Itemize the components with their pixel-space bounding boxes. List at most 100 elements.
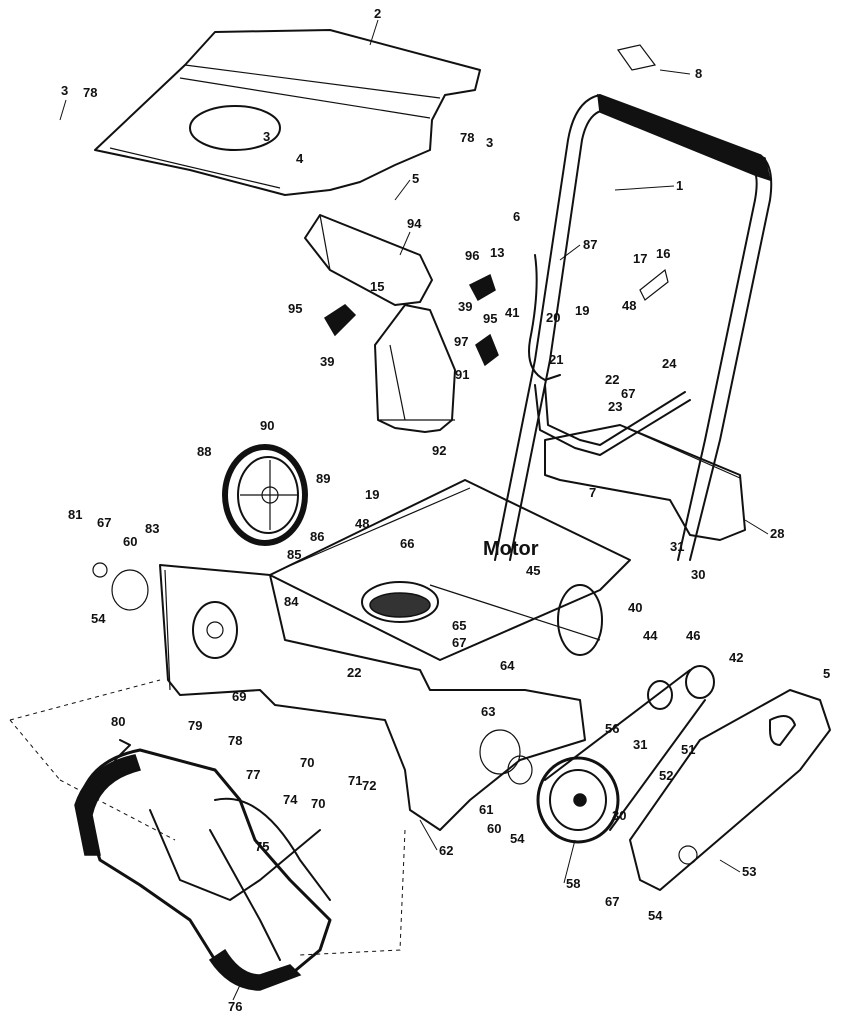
motor-deck-part	[269, 479, 631, 661]
callout-94: 94	[407, 216, 422, 231]
control-rod-part	[528, 254, 561, 381]
callout-54: 54	[91, 611, 106, 626]
callout-92: 92	[432, 443, 446, 458]
discharge-chute-part	[374, 304, 456, 433]
callout-5: 5	[412, 171, 419, 186]
callout-4: 4	[296, 151, 304, 166]
callout-21: 21	[549, 352, 563, 367]
hardware-parts	[92, 44, 669, 785]
shift-lever-part	[534, 384, 691, 456]
callout-3: 3	[486, 135, 493, 150]
callout-40: 40	[628, 600, 642, 615]
callout-60: 60	[123, 534, 137, 549]
callout-19: 19	[365, 487, 379, 502]
callout-30: 30	[691, 567, 705, 582]
callout-13: 13	[490, 245, 504, 260]
callout-78: 78	[228, 733, 242, 748]
callout-95: 95	[483, 311, 497, 326]
gear-housing-part	[429, 584, 603, 656]
callout-46: 46	[686, 628, 700, 643]
auger-housing-part	[159, 564, 586, 831]
callout-75: 75	[255, 839, 269, 854]
callout-52: 52	[659, 768, 673, 783]
callout-8: 8	[695, 66, 702, 81]
callout-2: 2	[374, 6, 381, 21]
callout-91: 91	[455, 367, 469, 382]
callout-54: 54	[510, 831, 525, 846]
callout-56: 56	[605, 721, 619, 736]
callout-62: 62	[439, 843, 453, 858]
callout-39: 39	[320, 354, 334, 369]
callout-23: 23	[608, 399, 622, 414]
callout-84: 84	[284, 594, 299, 609]
callout-5: 5	[823, 666, 830, 681]
callout-78: 78	[460, 130, 474, 145]
callout-22: 22	[605, 372, 619, 387]
callout-76: 76	[228, 999, 242, 1014]
callout-96: 96	[465, 248, 479, 263]
engine-bracket-part	[544, 424, 746, 541]
callout-1: 1	[676, 178, 683, 193]
callout-22: 22	[347, 665, 361, 680]
callout-70: 70	[311, 796, 325, 811]
callout-65: 65	[452, 618, 466, 633]
leader-lines	[59, 19, 769, 1001]
handle-part	[494, 93, 773, 561]
callout-17: 17	[633, 251, 647, 266]
callout-61: 61	[479, 802, 493, 817]
callout-41: 41	[505, 305, 519, 320]
callout-69: 69	[232, 689, 246, 704]
callout-6: 6	[513, 209, 520, 224]
pulley-assembly-part	[536, 665, 715, 844]
callout-77: 77	[246, 767, 260, 782]
callout-88: 88	[197, 444, 211, 459]
callout-85: 85	[287, 547, 301, 562]
belt-guard-part	[629, 689, 831, 891]
callout-90: 90	[260, 418, 274, 433]
callout-31: 31	[670, 539, 684, 554]
callout-3: 3	[61, 83, 68, 98]
callout-81: 81	[68, 507, 82, 522]
callout-71: 71	[348, 773, 362, 788]
callout-16: 16	[656, 246, 670, 261]
callout-15: 15	[370, 279, 384, 294]
wheel-part	[222, 444, 308, 546]
callout-89: 89	[316, 471, 330, 486]
callout-53: 53	[742, 864, 756, 879]
chute-deflector-part	[304, 214, 433, 306]
callout-60: 60	[487, 821, 501, 836]
auger-part	[74, 739, 332, 991]
callout-72: 72	[362, 778, 376, 793]
outline-dashed	[9, 679, 406, 956]
callout-97: 97	[454, 334, 468, 349]
callout-67: 67	[452, 635, 466, 650]
callout-79: 79	[188, 718, 202, 733]
callout-64: 64	[500, 658, 515, 673]
callout-67: 67	[621, 386, 635, 401]
callout-87: 87	[583, 237, 597, 252]
callout-7: 7	[589, 485, 596, 500]
callout-54: 54	[648, 908, 663, 923]
callout-70: 70	[300, 755, 314, 770]
callout-28: 28	[770, 526, 784, 541]
callout-74: 74	[283, 792, 298, 807]
callout-48: 48	[622, 298, 636, 313]
callout-3: 3	[263, 129, 270, 144]
callout-48: 48	[355, 516, 369, 531]
callout-51: 51	[681, 742, 695, 757]
callout-83: 83	[145, 521, 159, 536]
callout-45: 45	[526, 563, 540, 578]
top-cover-part	[94, 29, 481, 196]
callout-44: 44	[643, 628, 658, 643]
callout-39: 39	[458, 299, 472, 314]
callout-31: 31	[633, 737, 647, 752]
callout-67: 67	[605, 894, 619, 909]
callout-20: 20	[546, 310, 560, 325]
callout-labels: 2 3 78 8 78 3 3 4 5 1 6 94 96 13 87 16 1…	[61, 6, 830, 1014]
callout-24: 24	[662, 356, 677, 371]
callout-58: 58	[566, 876, 580, 891]
callout-78: 78	[83, 85, 97, 100]
callout-86: 86	[310, 529, 324, 544]
callout-30: 30	[612, 808, 626, 823]
